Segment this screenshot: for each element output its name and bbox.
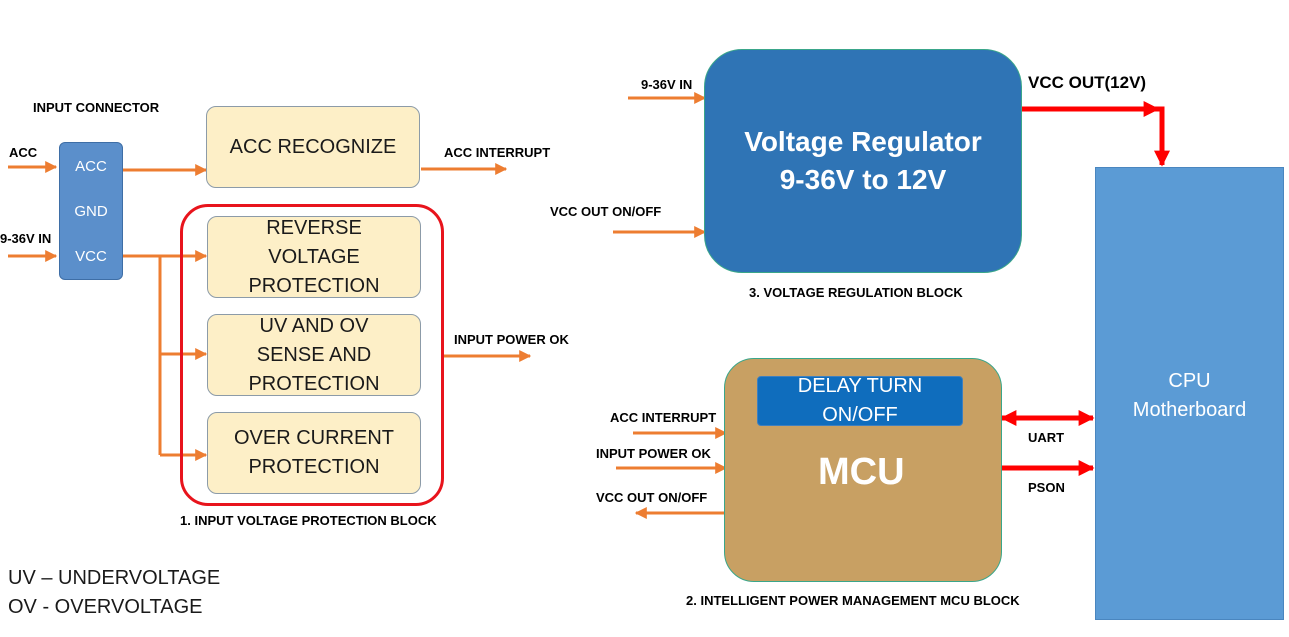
cpu-motherboard-block: CPU Motherboard [1095,167,1284,620]
regulator-onoff-label: VCC OUT ON/OFF [550,204,662,219]
reverse-voltage-block: REVERSE VOLTAGE PROTECTION [207,216,421,298]
over-current-block: OVER CURRENT PROTECTION [207,412,421,494]
mcu-onoff-output-label: VCC OUT ON/OFF [596,490,708,505]
mcu-block-caption: 2. INTELLIGENT POWER MANAGEMENT MCU BLOC… [686,593,1020,608]
cpu-motherboard-label: CPU Motherboard [1132,370,1247,421]
voltage-regulator-block: Voltage Regulator 9-36V to 12V [704,49,1022,273]
connector-pin-vcc: VCC [75,248,107,265]
regulator-vin-label: 9-36V IN [641,77,693,92]
acc-interrupt-output-label: ACC INTERRUPT [444,145,551,160]
voltage-regulation-caption: 3. VOLTAGE REGULATION BLOCK [749,285,963,300]
vcc-out-12v-arrow [1021,106,1171,167]
acc-recognize-label: ACC RECOGNIZE [229,135,397,158]
uart-label: UART [1028,430,1065,445]
vcc-trunk-line [122,254,162,455]
reverse-voltage-label: REVERSE VOLTAGE PROTECTION [248,216,380,297]
mcu-block: DELAY TURN ON/OFF MCU [724,358,1002,582]
legend-uv: UV – UNDERVOLTAGE [8,567,221,589]
over-current-label: OVER CURRENT PROTECTION [234,427,395,478]
input-protection-caption: 1. INPUT VOLTAGE PROTECTION BLOCK [180,513,437,528]
vin-input-label: 9-36V IN [0,231,52,246]
uv-ov-block: UV AND OV SENSE AND PROTECTION [207,314,421,396]
connector-pin-acc: ACC [75,158,107,175]
legend-ov: OV - OVERVOLTAGE [8,596,203,618]
voltage-regulator-range: 9-36V to 12V [779,164,947,195]
delay-turn-on-off-label: DELAY TURN ON/OFF [797,375,923,426]
pson-label: PSON [1028,480,1065,495]
mcu-power-ok-label: INPUT POWER OK [596,446,711,461]
connector-pin-gnd: GND [74,203,108,220]
input-connector: ACC GND VCC [59,142,123,280]
input-protection-frame [180,204,444,506]
voltage-regulator-title: Voltage Regulator [744,126,982,157]
delay-turn-on-off-block: DELAY TURN ON/OFF [757,375,963,426]
input-power-ok-output-label: INPUT POWER OK [454,332,569,347]
mcu-title: MCU [818,451,905,493]
mcu-acc-interrupt-label: ACC INTERRUPT [610,410,717,425]
acc-input-label: ACC [9,145,38,160]
vcc-out-12v-label: VCC OUT(12V) [1028,73,1147,92]
acc-recognize-block: ACC RECOGNIZE [206,106,420,188]
uv-ov-label: UV AND OV SENSE AND PROTECTION [248,314,380,395]
input-connector-title: INPUT CONNECTOR [33,100,160,115]
